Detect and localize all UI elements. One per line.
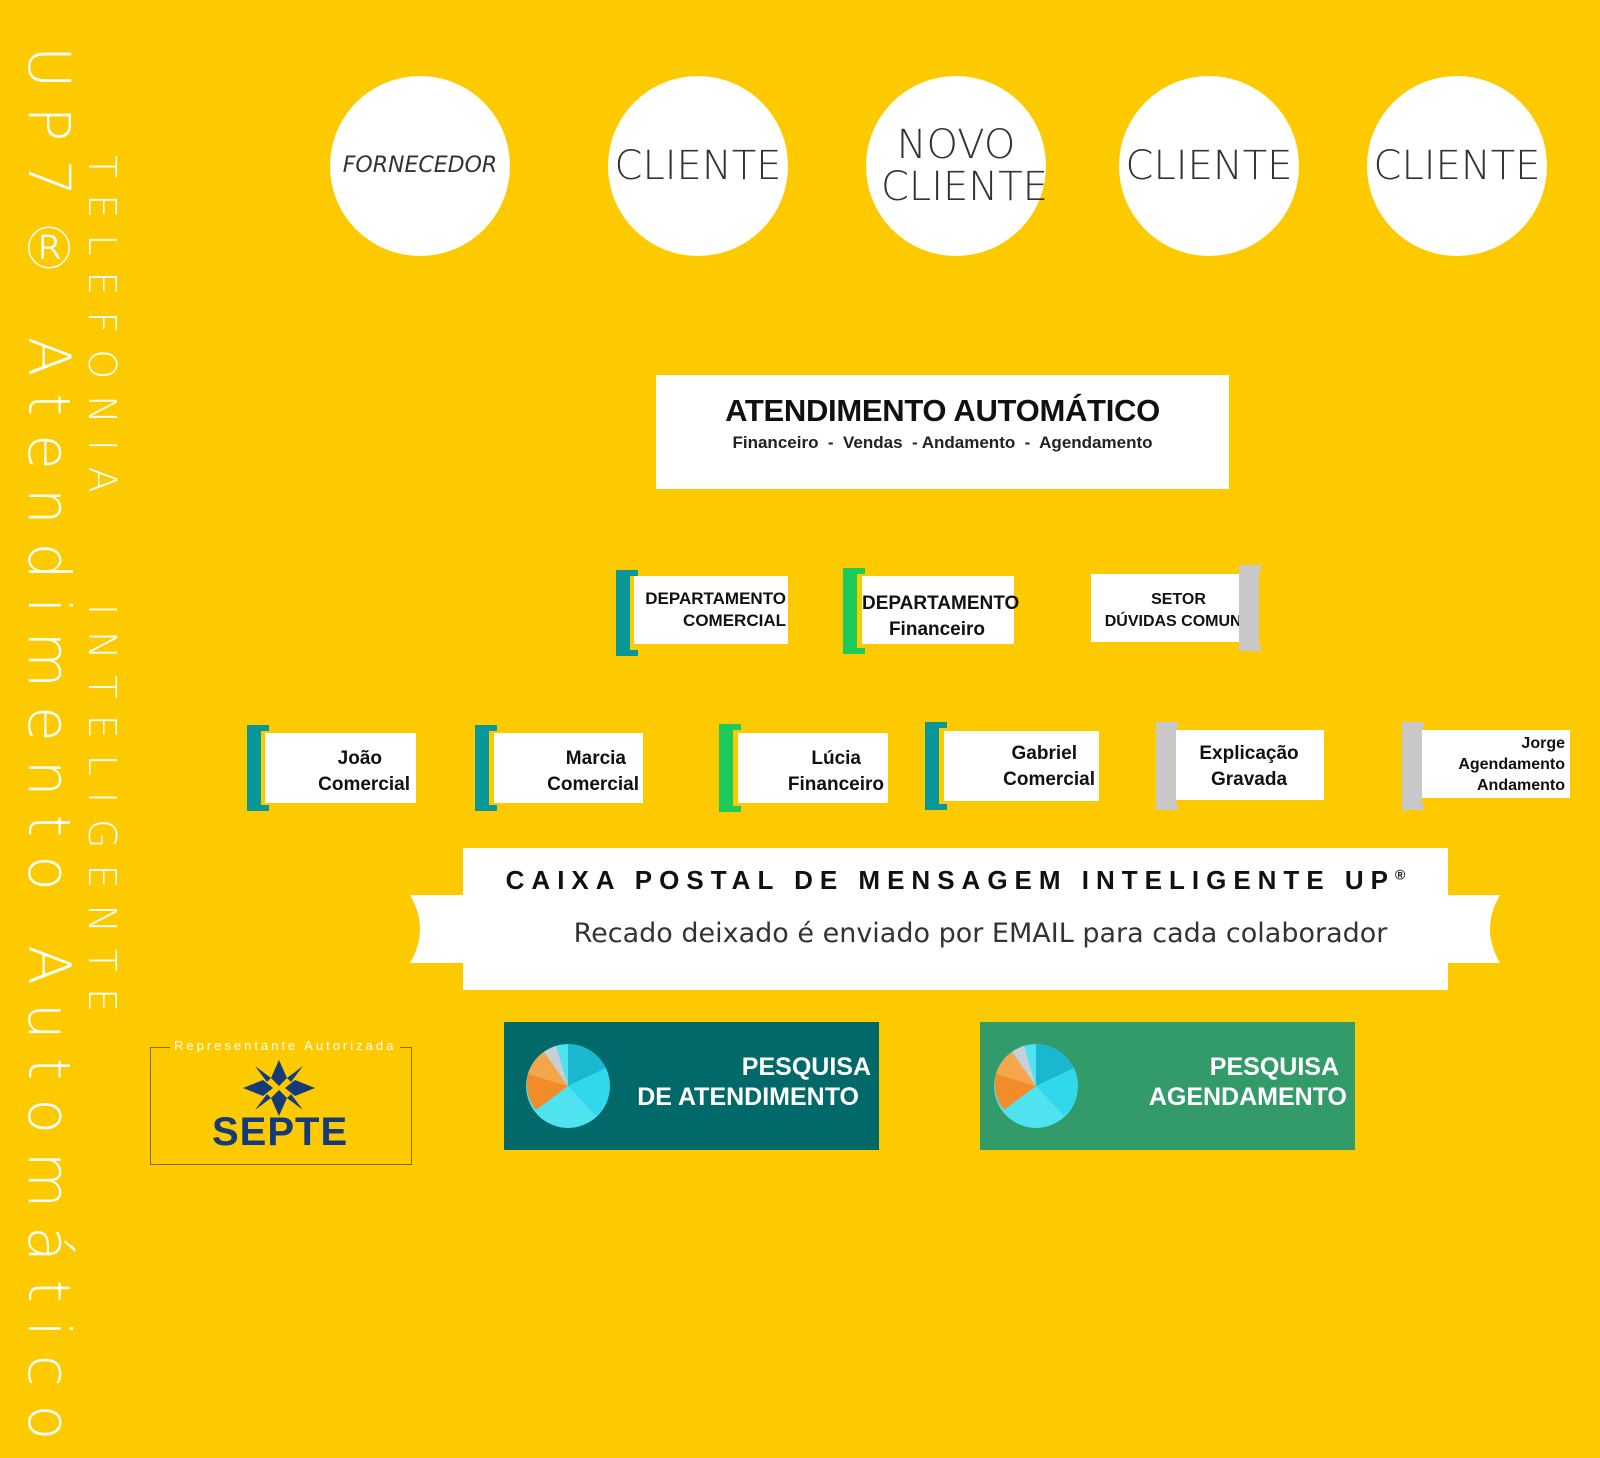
circle-cliente-1: CLIENTE <box>608 76 788 256</box>
person-tag-bg: Marcia Comercial <box>494 733 643 803</box>
mailbox-title: CAIXA POSTAL DE MENSAGEM INTELIGENTE UP® <box>463 865 1448 896</box>
mailbox-subtitle: Recado deixado é enviado por EMAIL para … <box>573 918 1388 949</box>
survey-agendamento-button[interactable]: PESQUISA AGENDAMENTO <box>980 1022 1355 1150</box>
survey-line1: PESQUISA <box>1209 1053 1339 1081</box>
person-line2: Gravada <box>1210 769 1288 790</box>
person-bar <box>475 725 497 811</box>
person-text: Explicação Gravada <box>1174 741 1324 793</box>
dept-bar <box>843 568 865 654</box>
mailbox-title-text: CAIXA POSTAL DE MENSAGEM INTELIGENTE UP <box>505 865 1396 895</box>
survey-label: PESQUISA DE ATENDIMENTO <box>637 1052 871 1112</box>
auto-attendance-subtitle: Financeiro - Vendas - Andamento - Agenda… <box>732 433 1153 452</box>
dept-bar <box>616 570 638 656</box>
person-line3: Andamento <box>1477 777 1565 794</box>
person-bar <box>1402 722 1424 810</box>
person-line2: Comercial <box>318 774 410 795</box>
survey-label: PESQUISA AGENDAMENTO <box>1149 1052 1347 1112</box>
logo-name: SEPTE <box>212 1110 349 1154</box>
survey-atendimento-button[interactable]: PESQUISA DE ATENDIMENTO <box>504 1022 879 1150</box>
person-line2: Comercial <box>1003 769 1095 790</box>
pie-chart-icon <box>994 1044 1078 1128</box>
survey-line2: DE ATENDIMENTO <box>637 1083 859 1111</box>
dept-line1: SETOR <box>1151 591 1206 608</box>
person-line2: Agendamento <box>1458 756 1565 773</box>
dept-text: SETOR DÚVIDAS COMUNS <box>1091 589 1266 633</box>
registered-mark: ® <box>1395 866 1406 883</box>
person-bar <box>1156 722 1178 810</box>
circle-label: NOVO CLIENTE <box>881 122 1048 210</box>
logo-caption: Representante Autorizada <box>170 1038 401 1053</box>
person-bar <box>247 725 269 811</box>
person-tag-bg: Jorge Agendamento Andamento <box>1420 730 1570 798</box>
side-main-title: UP7® Atendimento Automático <box>15 46 83 1458</box>
person-line1: Gabriel <box>1011 743 1077 764</box>
person-text: Gabriel Comercial <box>954 741 1095 793</box>
person-tag-bg: João Comercial <box>265 733 416 803</box>
person-text: Jorge Agendamento Andamento <box>1420 733 1565 796</box>
circle-label: FORNECEDOR <box>342 153 498 178</box>
person-line1: Lúcia <box>811 748 861 769</box>
dept-line2: COMERCIAL <box>683 611 786 630</box>
person-tag-bg: Gabriel Comercial <box>944 731 1099 801</box>
dept-bar <box>1239 565 1261 651</box>
pie-chart-icon <box>526 1044 610 1128</box>
person-text: Marcia Comercial <box>504 746 639 798</box>
person-bar <box>719 724 741 812</box>
survey-line2: AGENDAMENTO <box>1148 1083 1347 1111</box>
dept-tag-bg: DEPARTAMENTO COMERCIAL <box>634 576 788 644</box>
circle-cliente-2: CLIENTE <box>1119 76 1299 256</box>
dept-line1: DEPARTAMENTO <box>862 593 1020 614</box>
person-text: João Comercial <box>275 746 410 798</box>
dept-tag-bg: DEPARTAMENTO Financeiro <box>862 576 1020 644</box>
dept-text: DEPARTAMENTO COMERCIAL <box>640 588 786 632</box>
auto-attendance-box: ATENDIMENTO AUTOMÁTICO Financeiro - Vend… <box>656 375 1229 489</box>
person-line1: João <box>337 748 382 769</box>
circle-fornecedor: FORNECEDOR <box>330 76 510 256</box>
person-text: Lúcia Financeiro <box>748 746 884 798</box>
dept-line2: Financeiro <box>888 619 986 640</box>
cross-emblem-icon <box>243 1060 315 1116</box>
circle-cliente-3: CLIENTE <box>1367 76 1547 256</box>
person-line1: Marcia <box>565 748 626 769</box>
auto-attendance-title: ATENDIMENTO AUTOMÁTICO <box>725 393 1160 428</box>
person-line1: Jorge <box>1521 735 1565 752</box>
circle-label: CLIENTE <box>1125 143 1293 189</box>
circle-novo-cliente: NOVO CLIENTE <box>866 76 1048 256</box>
survey-line1: PESQUISA <box>741 1053 871 1081</box>
circle-label: CLIENTE <box>614 143 782 189</box>
dept-line1: DEPARTAMENTO <box>645 589 786 608</box>
side-subtitle: TELEFONIA INTELIGENTE <box>80 155 124 1029</box>
person-line2: Financeiro <box>787 774 884 795</box>
circle-label: CLIENTE <box>1373 143 1541 189</box>
side-sub-word-2: INTELIGENTE <box>80 603 124 1029</box>
dept-tag-bg: SETOR DÚVIDAS COMUNS <box>1091 574 1252 642</box>
side-sub-word-1: TELEFONIA <box>80 155 124 509</box>
mailbox-banner: CAIXA POSTAL DE MENSAGEM INTELIGENTE UP®… <box>463 848 1448 990</box>
person-bar <box>925 722 947 810</box>
person-tag-bg: Lúcia Financeiro <box>738 733 888 803</box>
dept-line2: DÚVIDAS COMUNS <box>1104 613 1253 630</box>
ribbon-left-tail <box>410 895 480 963</box>
dept-text: DEPARTAMENTO Financeiro <box>862 591 1020 643</box>
person-tag-bg: Explicação Gravada <box>1174 730 1324 800</box>
person-line1: Explicação <box>1199 743 1299 764</box>
person-line2: Comercial <box>547 774 639 795</box>
